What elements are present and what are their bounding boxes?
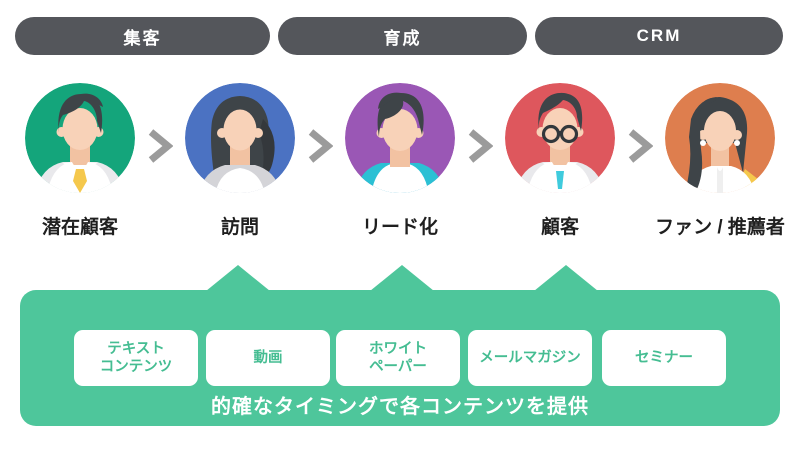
phase-bar-attract: 集客	[15, 17, 270, 55]
phase-bar-label: CRM	[636, 26, 682, 45]
content-card-label: ペーパー	[369, 359, 427, 375]
content-card-label: テキスト	[107, 340, 165, 357]
phase-bar-label: 育成	[383, 28, 422, 48]
stage-label-prospect: 潜在顧客	[41, 217, 118, 238]
content-card-whitepaper: ホワイト ペーパー	[336, 330, 460, 386]
chevron-right-icon	[308, 129, 333, 163]
panel-caption: 的確なタイミングで各コンテンツを提供	[211, 396, 589, 418]
avatar-prospect-icon	[25, 83, 135, 193]
avatar-lead-icon	[345, 83, 455, 193]
avatar-visitor-icon	[185, 83, 295, 193]
arrow-up-icon	[534, 265, 598, 291]
chevron-right-icon	[628, 129, 653, 163]
avatar-fan-icon	[665, 83, 775, 193]
phase-bar-crm: CRM	[535, 17, 783, 55]
content-card-seminar: セミナー	[602, 330, 726, 386]
chevron-right-icon	[148, 129, 173, 163]
phase-bar-label: 集客	[123, 28, 162, 48]
arrow-up-icon	[370, 265, 434, 291]
stage-label-lead: リード化	[361, 217, 438, 238]
stage-label-visitor: 訪問	[220, 217, 259, 238]
content-card-label: セミナー	[635, 349, 693, 366]
phase-bar-nurture: 育成	[278, 17, 527, 55]
content-card-mail-magazine: メールマガジン	[468, 330, 592, 386]
arrow-up-icon	[206, 265, 270, 291]
content-panel: テキスト コンテンツ 動画 ホワイト ペーパー メールマガジン セミナー 的確な…	[20, 290, 780, 426]
chevron-right-icon	[468, 129, 493, 163]
content-card-label: 動画	[253, 349, 283, 366]
content-card-label: コンテンツ	[99, 359, 173, 375]
content-card-text-content: テキスト コンテンツ	[74, 330, 198, 386]
content-card-video: 動画	[206, 330, 330, 386]
avatar-customer-icon	[505, 83, 615, 193]
content-card-label: ホワイト	[369, 340, 427, 357]
stage-label-fan: ファン / 推薦者	[655, 217, 785, 238]
stage-label-customer: 顧客	[540, 217, 579, 238]
content-card-label: メールマガジン	[479, 349, 581, 366]
